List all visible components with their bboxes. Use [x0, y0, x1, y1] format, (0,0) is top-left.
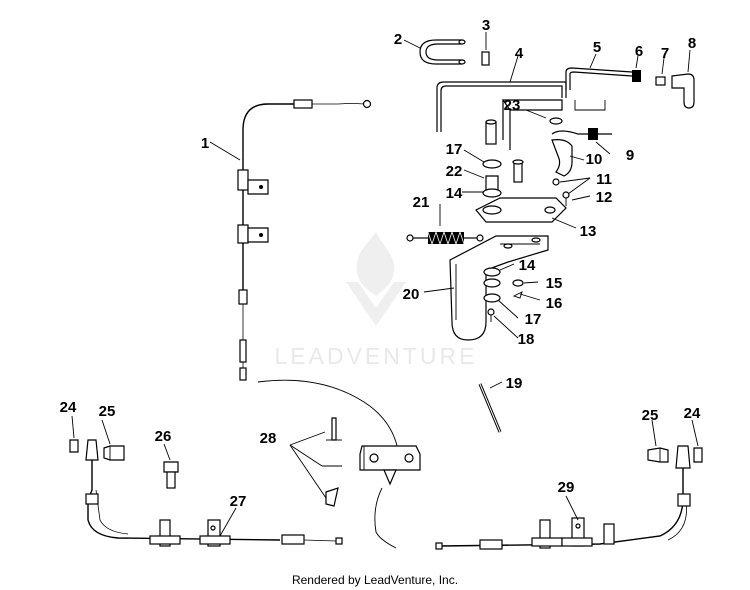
callout-7: 7	[661, 45, 669, 62]
arc-left	[257, 379, 399, 451]
callout-27: 27	[230, 493, 247, 510]
callout-14-lower: 14	[519, 257, 536, 274]
callout-10: 10	[586, 151, 603, 168]
callout-24-right: 24	[684, 405, 701, 422]
part-14-spacer	[482, 188, 502, 198]
callout-25-left: 25	[99, 403, 116, 420]
part-17-washer	[482, 159, 502, 169]
callout-6: 6	[635, 43, 643, 60]
footer-credit: Rendered by LeadVenture, Inc.	[292, 573, 458, 587]
part-5-rod	[565, 67, 633, 111]
part-26-bolt	[163, 461, 179, 489]
callout-29: 29	[558, 479, 575, 496]
callout-16: 16	[546, 295, 563, 312]
callout-24-left: 24	[60, 399, 77, 416]
part-28-hardware	[289, 417, 342, 507]
callout-2: 2	[394, 31, 402, 48]
leader-lines	[71, 32, 699, 537]
part-11-12-screws	[552, 178, 570, 206]
part-14-lower-spacer	[483, 267, 501, 277]
callout-20: 20	[403, 286, 420, 303]
part-22-bushing	[485, 175, 499, 191]
part-21-spring	[406, 230, 484, 246]
callout-23: 23	[504, 97, 521, 114]
part-18-screw	[487, 308, 495, 322]
part-19-rod	[478, 383, 502, 433]
part-4-rod	[436, 81, 567, 150]
arc-right	[374, 487, 397, 549]
part-7-bushing	[655, 76, 666, 86]
part-9-clip	[551, 128, 612, 140]
callout-21: 21	[413, 194, 430, 211]
part-6-spring	[632, 70, 641, 82]
callout-5: 5	[593, 39, 601, 56]
part-10-lever	[551, 139, 573, 177]
watermark-text: LEADVENTURE	[275, 343, 478, 369]
part-16-clip	[512, 291, 523, 299]
part-8-knob	[671, 73, 695, 109]
part-29-cable	[435, 445, 691, 550]
callout-12: 12	[596, 189, 613, 206]
part-24-right-nut	[693, 447, 703, 463]
callout-17-upper: 17	[446, 141, 463, 158]
part-15-washer	[512, 279, 524, 287]
part-1-cable	[237, 99, 372, 381]
callout-13: 13	[580, 223, 597, 240]
pivot-pin	[485, 119, 524, 183]
part-24-left-nut	[69, 439, 79, 453]
callout-22: 22	[446, 163, 463, 180]
callout-8: 8	[688, 35, 696, 52]
part-25-left-bolt	[103, 445, 125, 461]
callout-15: 15	[546, 275, 563, 292]
part-25-right-bolt	[647, 447, 669, 463]
callout-11: 11	[596, 171, 612, 188]
part-3-pin	[481, 51, 490, 66]
part-14-lower-washer	[483, 278, 501, 288]
callout-28: 28	[260, 430, 277, 447]
part-23-washer	[549, 117, 563, 125]
watermark-logo	[346, 232, 406, 326]
callout-19: 19	[506, 375, 523, 392]
callout-26: 26	[155, 428, 172, 445]
callout-25-right: 25	[642, 407, 659, 424]
callout-3: 3	[482, 17, 490, 34]
part-13-plate	[475, 197, 567, 223]
part-28-bracket	[359, 445, 421, 486]
callout-17-lower: 17	[525, 311, 542, 328]
part-2-u-bracket	[419, 39, 466, 65]
part-17-lower-washer	[483, 293, 501, 303]
part-27-cable	[85, 439, 343, 547]
callout-9: 9	[626, 147, 634, 164]
callout-14-upper: 14	[446, 185, 463, 202]
callout-1: 1	[201, 135, 209, 152]
callout-18: 18	[518, 331, 535, 348]
part-20-bracket	[449, 235, 549, 341]
callout-4: 4	[515, 45, 524, 62]
